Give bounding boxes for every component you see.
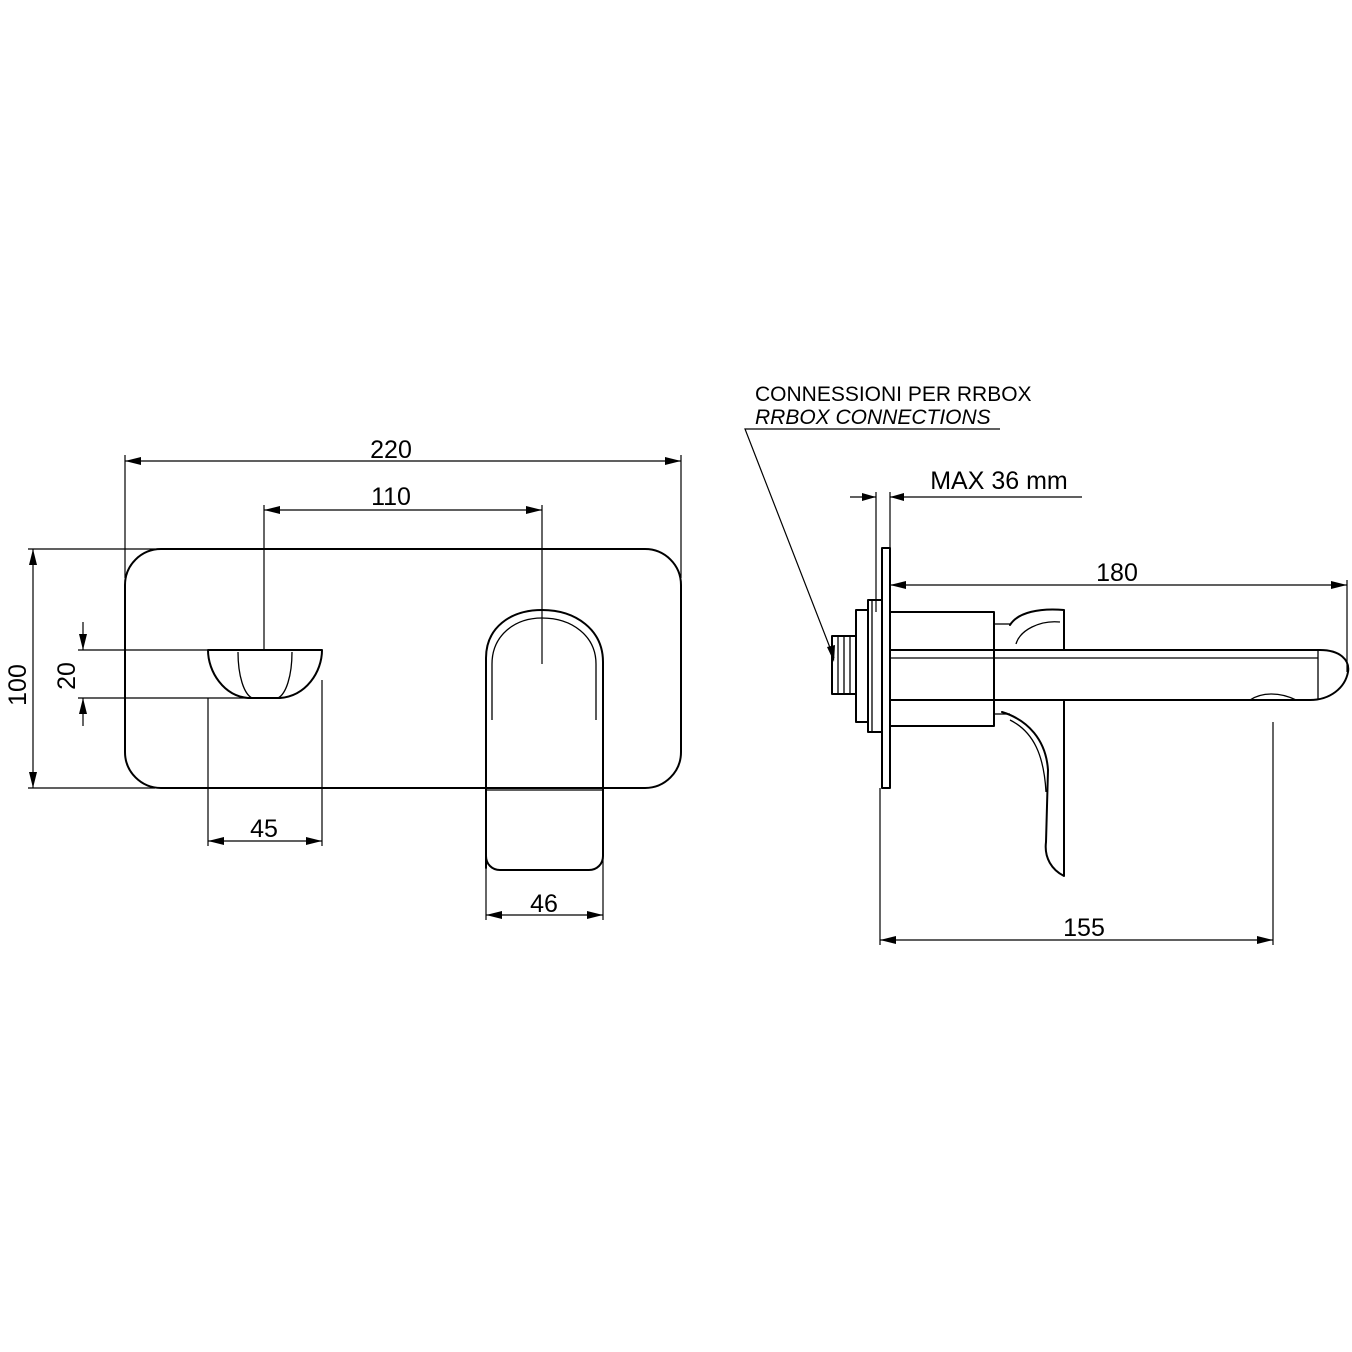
dim-lever-width: 46 xyxy=(530,890,558,918)
lever-front xyxy=(485,609,604,871)
front-view: 220 110 100 20 45 46 xyxy=(4,436,682,920)
lever-side xyxy=(1001,608,1065,877)
dim-lever-spout-spacing: 110 xyxy=(371,483,411,511)
spout-side xyxy=(889,649,1350,701)
wall-plate-side xyxy=(881,547,891,789)
dim-plate-height: 100 xyxy=(4,664,32,706)
wall-plate xyxy=(124,548,682,789)
connections-label-en: RRBOX CONNECTIONS xyxy=(755,406,991,429)
max-depth-label: MAX 36 mm xyxy=(930,467,1068,495)
rrbox-connection-fitting xyxy=(831,599,883,733)
dim-lever-depth: 155 xyxy=(1063,914,1105,942)
spout-front xyxy=(207,649,323,699)
dim-spout-projection: 180 xyxy=(1096,559,1138,587)
connections-label-it: CONNESSIONI PER RRBOX xyxy=(755,383,1032,406)
dim-spout-height: 20 xyxy=(53,662,81,690)
dim-plate-width: 220 xyxy=(370,436,412,464)
side-view: MAX 36 mm 180 155 CONNESSIONI PER RRBOX … xyxy=(744,383,1350,945)
dim-spout-width: 45 xyxy=(250,815,278,843)
